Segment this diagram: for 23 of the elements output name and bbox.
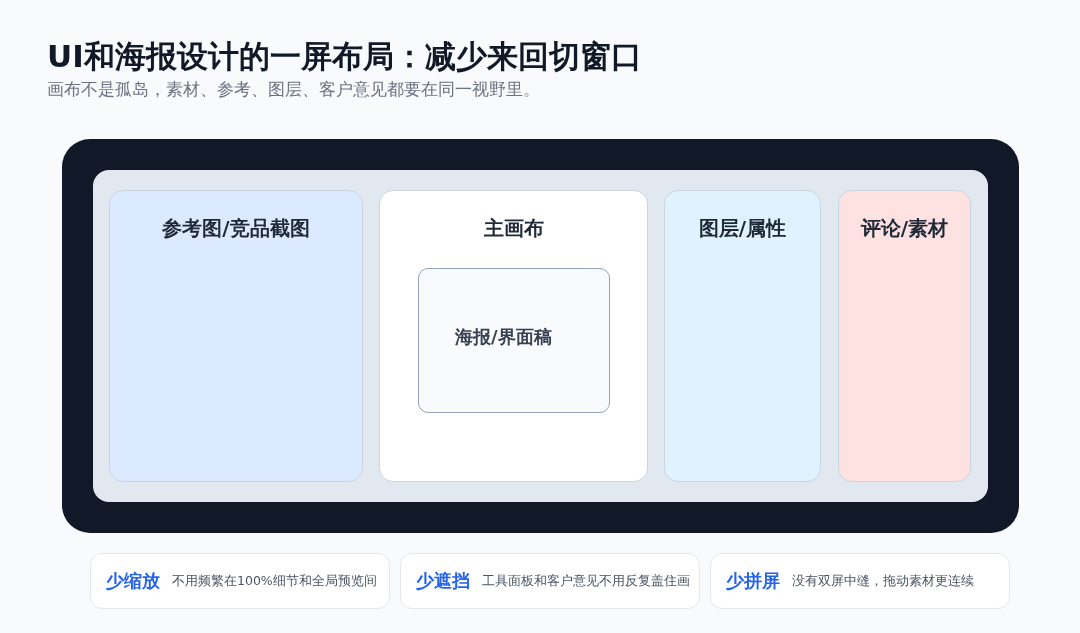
layers-panel [664,190,821,482]
artboard-card [418,268,610,413]
page-subtitle: 画布不是孤岛，素材、参考、图层、客户意见都要在同一视野里。 [47,78,540,100]
monitor-frame [62,139,1019,533]
panel-title: 图层/属性 [698,215,787,241]
benefit-heading: 少拼屏 [726,569,780,593]
canvas-panel [379,190,648,482]
benefit-card [710,553,1010,609]
artboard-label: 海报/界面稿 [455,325,552,349]
benefit-heading: 少遮挡 [416,569,470,593]
benefit-card [90,553,390,609]
benefit-text: 没有双屏中缝，拖动素材更连续 [792,572,974,590]
reference-panel [109,190,363,482]
panel-title: 参考图/竞品截图 [162,215,310,241]
benefit-card [400,553,700,609]
panel-title: 主画布 [483,215,544,241]
benefit-text: 不用频繁在100%细节和全局预览间 [172,572,377,590]
screen-area [93,170,988,502]
benefit-text: 工具面板和客户意见不用反复盖住画 [482,572,690,590]
comments-panel [838,190,971,482]
benefit-heading: 少缩放 [106,569,160,593]
panel-title: 评论/素材 [860,215,949,241]
page-title: UI和海报设计的一屏布局：减少来回切窗口 [47,37,642,75]
